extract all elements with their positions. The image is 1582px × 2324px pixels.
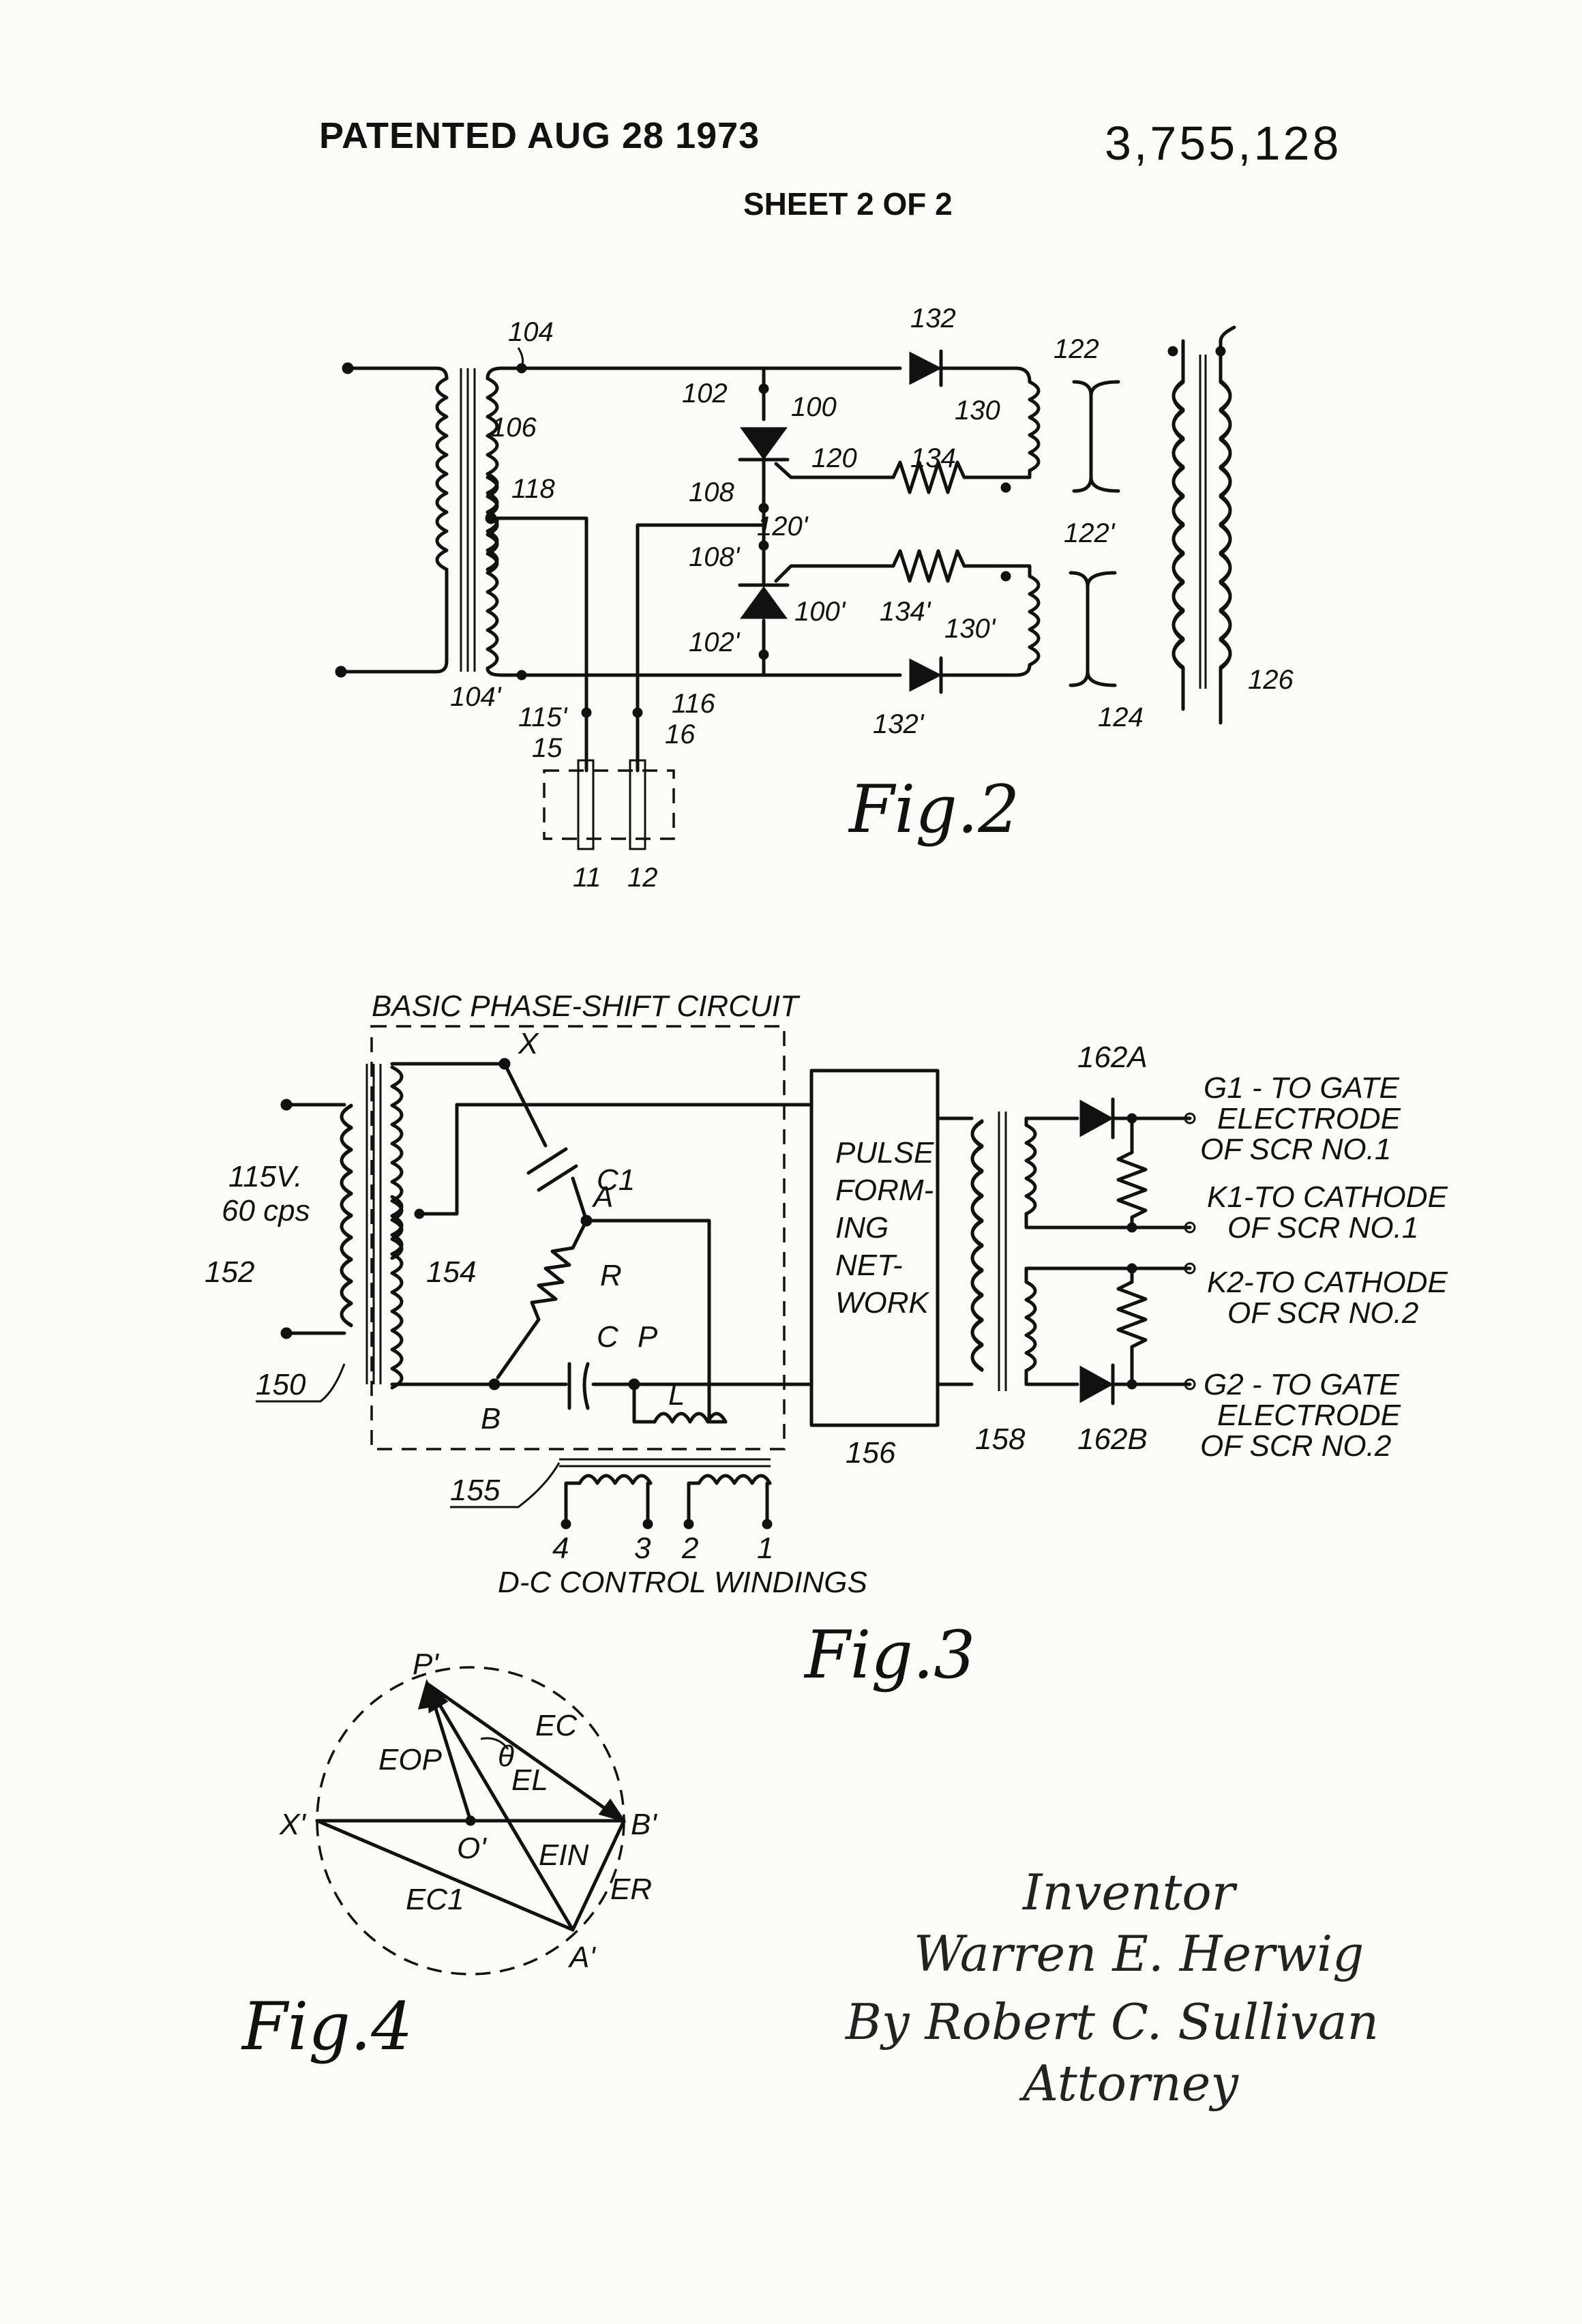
label-ap: A' — [567, 1941, 596, 1974]
label-l130p: 130' — [944, 614, 996, 644]
label-l152: 152 — [205, 1255, 254, 1289]
label-l162a: 162A — [1077, 1041, 1148, 1074]
label-g1a: G1 - TO GATE — [1204, 1071, 1400, 1105]
label-dc: D-C CONTROL WINDINGS — [498, 1566, 867, 1599]
label-line1: Inventor — [1021, 1864, 1238, 1921]
fig3-caption: Fig.3 — [803, 1617, 975, 1693]
label-l100p: 100' — [794, 597, 846, 627]
label-v115: 115V. — [228, 1160, 302, 1193]
fig2-caption: Fig.2 — [848, 771, 1019, 848]
label-ec: EC — [535, 1709, 578, 1742]
label-l130: 130 — [955, 396, 1000, 426]
label-line4: Attorney — [1019, 2055, 1239, 2112]
label-k2a: K2-TO CATHODE — [1207, 1266, 1448, 1299]
label-l126: 126 — [1248, 665, 1294, 695]
fig2-circuit: 104 106 118 104' 102 100 120 108 132 130… — [336, 303, 1294, 893]
label-pfn1: PULSE — [835, 1136, 934, 1170]
label-l102: 102 — [682, 378, 728, 408]
label-l155: 155 — [450, 1474, 501, 1507]
label-basic: BASIC PHASE-SHIFT CIRCUIT — [372, 989, 801, 1023]
label-w1: 1 — [757, 1532, 773, 1565]
label-k2b: OF SCR NO.2 — [1227, 1296, 1418, 1330]
label-l124: 124 — [1098, 702, 1144, 732]
label-l102p: 102' — [689, 627, 741, 657]
label-l150: 150 — [256, 1368, 306, 1401]
label-r: R — [600, 1259, 622, 1292]
label-x: X — [518, 1027, 539, 1060]
label-l156: 156 — [846, 1436, 896, 1470]
label-g2c: OF SCR NO.2 — [1200, 1429, 1391, 1463]
label-l154: 154 — [426, 1255, 476, 1289]
label-l12: 12 — [627, 863, 658, 893]
label-p: P — [638, 1320, 658, 1354]
label-bp: B' — [631, 1808, 657, 1841]
label-l122p: 122' — [1064, 518, 1116, 548]
label-b: B — [481, 1402, 501, 1435]
label-g1c: OF SCR NO.1 — [1200, 1133, 1391, 1166]
label-er: ER — [610, 1873, 652, 1906]
label-l115p: 115' — [518, 702, 568, 732]
inventor-signature: Inventor Warren E. Herwig By Robert C. S… — [844, 1864, 1379, 2112]
label-pp: P' — [413, 1648, 439, 1681]
label-l132: 132 — [910, 303, 956, 333]
fig4-phasor-diagram: P' X' O' B' A' EOP θ EC EL EIN ER EC1 Fi… — [241, 1648, 657, 2065]
label-l132p: 132' — [873, 709, 925, 739]
label-g2a: G2 - TO GATE — [1204, 1368, 1400, 1401]
label-w2: 2 — [681, 1532, 698, 1565]
label-line3: By Robert C. Sullivan — [844, 1993, 1379, 2051]
label-ec1: EC1 — [406, 1883, 464, 1916]
label-l134p: 134' — [880, 597, 931, 627]
label-l104: 104 — [508, 317, 554, 347]
label-g1b: ELECTRODE — [1217, 1102, 1401, 1135]
label-l106: 106 — [491, 413, 537, 443]
label-op: O' — [457, 1832, 487, 1865]
label-l116: 116 — [672, 689, 716, 719]
label-w3: 3 — [634, 1532, 651, 1565]
label-g2b: ELECTRODE — [1217, 1399, 1401, 1432]
label-l: L — [668, 1378, 685, 1412]
label-pfn4: NET- — [835, 1249, 903, 1282]
label-l118: 118 — [511, 474, 556, 504]
label-l11: 11 — [573, 863, 601, 893]
label-l120: 120 — [811, 443, 857, 473]
label-l16: 16 — [665, 719, 696, 749]
label-pfn5: WORK — [835, 1286, 930, 1320]
label-l108: 108 — [689, 477, 734, 507]
label-ein: EIN — [539, 1838, 589, 1872]
label-pfn3: ING — [835, 1211, 889, 1245]
label-cps: 60 cps — [222, 1194, 310, 1227]
label-el: EL — [511, 1763, 548, 1797]
label-xp: X' — [279, 1808, 306, 1841]
label-l120p: 120' — [757, 511, 809, 541]
label-line2: Warren E. Herwig — [914, 1925, 1364, 1982]
fig4-caption: Fig.4 — [241, 1988, 413, 2065]
label-a: A — [591, 1180, 613, 1214]
label-eop: EOP — [378, 1743, 443, 1776]
label-l104p: 104' — [450, 682, 502, 712]
label-pfn2: FORM- — [835, 1174, 934, 1207]
label-c: C — [597, 1320, 619, 1354]
fig3-circuit: BASIC PHASE-SHIFT CIRCUIT X C1 A R C P B… — [205, 989, 1448, 1693]
label-k1b: OF SCR NO.1 — [1227, 1211, 1418, 1245]
label-l134: 134 — [910, 443, 956, 473]
label-l162b: 162B — [1077, 1422, 1148, 1456]
label-l108p: 108' — [689, 542, 741, 572]
label-l158: 158 — [975, 1422, 1026, 1456]
label-l100: 100 — [791, 392, 837, 422]
label-w4: 4 — [552, 1532, 569, 1565]
label-l15: 15 — [532, 733, 563, 763]
label-k1a: K1-TO CATHODE — [1207, 1180, 1448, 1214]
label-l122: 122 — [1054, 334, 1099, 364]
